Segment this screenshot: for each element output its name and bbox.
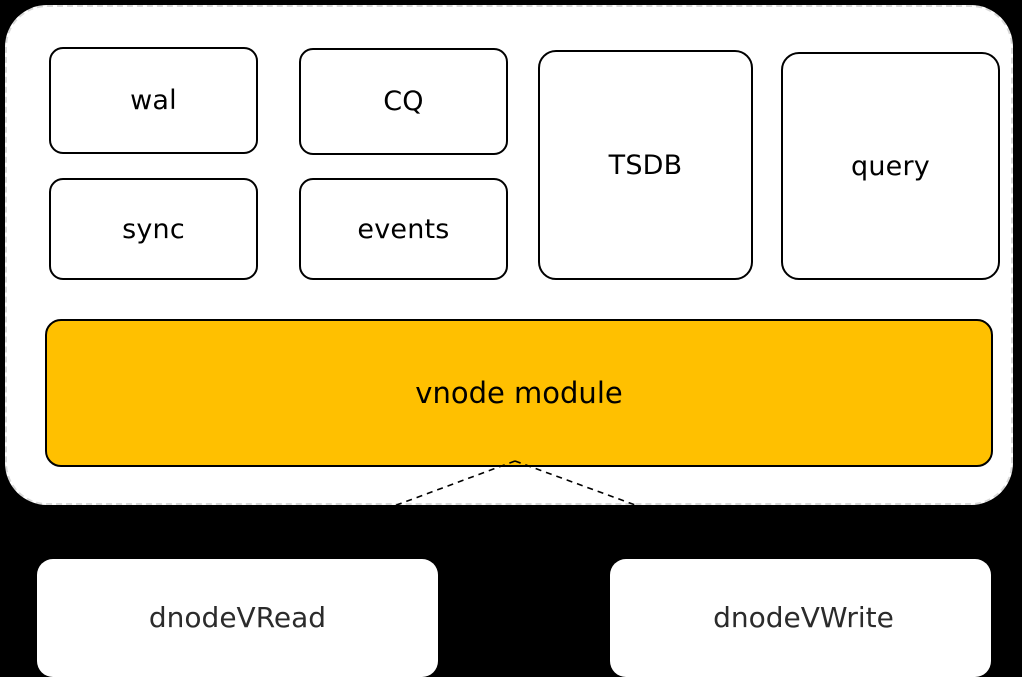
vnode-container: wal CQ sync events TSDB query vnode modu…: [5, 5, 1013, 505]
vnode-module-label: vnode module: [415, 375, 623, 410]
module-box-wal[interactable]: wal: [49, 47, 258, 154]
dnode-vwrite-label: dnodeVWrite: [713, 601, 894, 634]
module-label-tsdb: TSDB: [608, 149, 683, 181]
module-box-events[interactable]: events: [299, 178, 508, 280]
module-box-sync[interactable]: sync: [49, 178, 258, 280]
module-box-tsdb[interactable]: TSDB: [538, 50, 753, 280]
dnode-vread-label: dnodeVRead: [148, 601, 327, 634]
module-box-query[interactable]: query: [781, 52, 1000, 280]
module-label-wal: wal: [130, 85, 177, 116]
module-box-cq[interactable]: CQ: [299, 48, 508, 155]
module-label-cq: CQ: [383, 86, 424, 117]
dnode-vwrite-box[interactable]: dnodeVWrite: [610, 559, 991, 677]
module-label-events: events: [357, 213, 450, 245]
dnode-vread-box[interactable]: dnodeVRead: [37, 559, 438, 677]
module-label-sync: sync: [122, 213, 185, 245]
vnode-module-box[interactable]: vnode module: [45, 319, 993, 467]
module-label-query: query: [851, 150, 930, 182]
